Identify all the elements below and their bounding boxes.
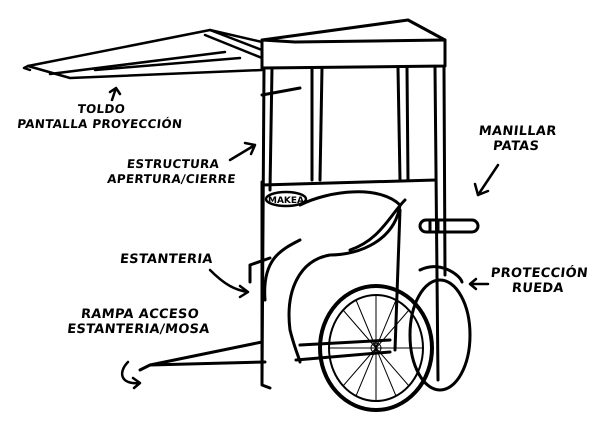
label-line: Estanteria/mosa	[66, 322, 211, 337]
ramp	[138, 340, 267, 372]
handlebar	[418, 218, 480, 234]
wheels	[318, 265, 472, 412]
annotation-arrows	[108, 86, 500, 390]
label-line: Pantalla proyección	[16, 117, 184, 131]
label-line: Protección	[490, 266, 589, 281]
label-line: Rampa acceso	[80, 307, 200, 322]
roof	[260, 18, 447, 70]
label-manillar: Manillar Patas	[476, 124, 557, 154]
cart-body	[248, 178, 438, 390]
label-line: apertura/cierre	[106, 172, 237, 186]
label-rampa: Rampa acceso Estanteria/mosa	[66, 307, 212, 337]
label-line: Estructura	[126, 157, 220, 171]
svg-text:MAKEA: MAKEA	[268, 196, 304, 206]
label-estructura: Estructura apertura/cierre	[106, 157, 238, 187]
logo: MAKEA	[264, 190, 308, 208]
label-line: Manillar	[478, 124, 558, 139]
label-estanteria: Estanteria	[119, 252, 214, 267]
label-line: Patas	[492, 139, 540, 154]
label-line: Toldo	[76, 102, 126, 116]
frame-posts	[260, 66, 447, 384]
label-toldo: Toldo Pantalla proyección	[16, 102, 184, 132]
awning	[22, 28, 264, 80]
label-proteccion: Protección Rueda	[488, 266, 589, 296]
label-line: Rueda	[511, 281, 565, 296]
